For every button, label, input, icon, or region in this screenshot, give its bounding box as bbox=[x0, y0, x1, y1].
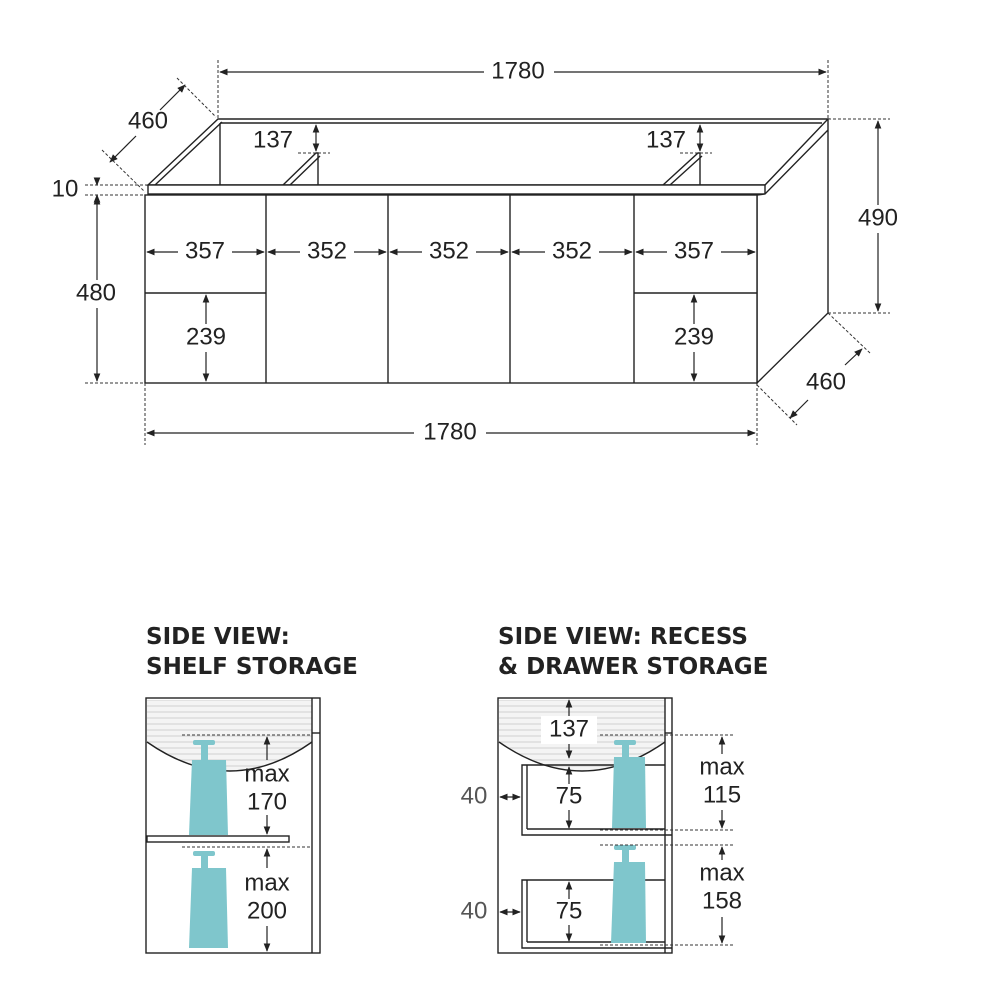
drawer-lower-max-value: 158 bbox=[702, 887, 742, 914]
drawer-upper-max-value: 115 bbox=[703, 781, 741, 808]
dim-section-width: 352 bbox=[552, 237, 592, 264]
shelf-storage-side-view: SIDE VIEW: SHELF STORAGE max 170 max 200 bbox=[145, 624, 358, 954]
drawer-view-title-line2: & DRAWER STORAGE bbox=[498, 654, 768, 680]
shelf-lower-max-label: max bbox=[244, 869, 289, 896]
dim-drawer-height-left: 239 bbox=[186, 323, 226, 350]
shelf bbox=[146, 835, 290, 843]
drawer-lower bbox=[521, 879, 672, 949]
dim-section-width: 352 bbox=[307, 237, 347, 264]
drawer-view-title-line1: SIDE VIEW: RECESS bbox=[498, 624, 748, 650]
drawer-upper bbox=[521, 764, 672, 836]
dim-recess: 137 bbox=[549, 715, 589, 742]
dim-drawer1-height: 75 bbox=[556, 782, 583, 809]
shelf-view-title-line2: SHELF STORAGE bbox=[146, 654, 358, 680]
dim-overall-width-top: 1780 bbox=[491, 57, 544, 84]
dim-drawer2-height: 75 bbox=[556, 897, 583, 924]
bottle-icon bbox=[611, 845, 646, 943]
bottle-icon bbox=[189, 851, 228, 948]
shelf-view-title-line1: SIDE VIEW: bbox=[146, 624, 290, 650]
dim-body-height: 480 bbox=[76, 279, 116, 306]
countertop-top-face bbox=[146, 118, 830, 186]
shelf-lower-max-value: 200 bbox=[247, 897, 287, 924]
dim-top-thickness: 10 bbox=[52, 175, 79, 202]
shelf-upper-max-value: 170 bbox=[247, 788, 287, 815]
drawer-storage-side-view: SIDE VIEW: RECESS & DRAWER STORAGE 137 7… bbox=[461, 624, 768, 954]
dim-overall-width-bottom: 1780 bbox=[423, 418, 476, 445]
dim-total-height: 490 bbox=[858, 204, 898, 231]
countertop-slab bbox=[147, 184, 766, 195]
dim-basin-recess-left: 137 bbox=[253, 126, 293, 153]
dim-depth-right: 460 bbox=[806, 368, 846, 395]
dim-depth-left: 460 bbox=[128, 107, 168, 134]
bottle-icon bbox=[189, 740, 228, 835]
cabinet-front bbox=[144, 194, 758, 384]
drawer-upper-max-label: max bbox=[699, 753, 744, 780]
dim-drawer-height-right: 239 bbox=[674, 323, 714, 350]
drawer-lower-max-label: max bbox=[699, 859, 744, 886]
dim-drawer2-offset: 40 bbox=[461, 897, 488, 924]
vanity-front-view: 1780 1780 490 480 10 460 460 137 137 357… bbox=[52, 57, 903, 445]
dim-section-width: 352 bbox=[429, 237, 469, 264]
dim-section-width: 357 bbox=[674, 237, 714, 264]
dim-section-width: 357 bbox=[185, 237, 225, 264]
bottle-icon bbox=[612, 740, 646, 828]
shelf-upper-max-label: max bbox=[244, 760, 289, 787]
dim-basin-recess-right: 137 bbox=[646, 126, 686, 153]
dim-drawer1-offset: 40 bbox=[461, 782, 488, 809]
